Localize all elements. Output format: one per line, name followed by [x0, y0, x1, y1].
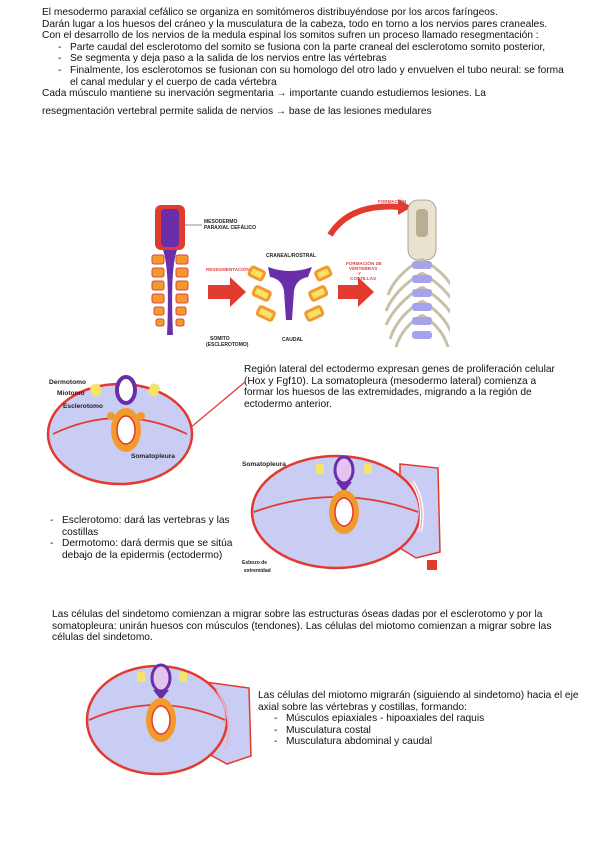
- intro-paragraph-3: Con el desarrollo de los nervios de la m…: [42, 30, 539, 42]
- label-craneo: CRÁNEO: [383, 203, 403, 209]
- list-item: Finalmente, los esclerotomos se fusionan…: [56, 65, 572, 88]
- somatopleura-paragraph: Región lateral del ectodermo expresan ge…: [244, 364, 555, 410]
- arrow-right-icon: [338, 277, 374, 307]
- esclerotomo-dermotomo-list: Esclerotomo: dará las vertebras y las co…: [48, 515, 234, 561]
- intro-block: El mesodermo paraxial cefálico se organi…: [42, 7, 572, 117]
- list-item: Parte caudal del esclerotomo del somito …: [56, 42, 572, 54]
- list-item: Se segmenta y deja paso a la salida de l…: [56, 53, 572, 65]
- label-vertebras: VÉRTEBRAS: [349, 264, 377, 271]
- middle-detail: CRANEAL/ROSTRAL CAUDAL: [247, 253, 333, 343]
- miotomo-block: Las células del miotomo migrarán (siguie…: [258, 690, 580, 748]
- label-y: Y: [358, 271, 361, 276]
- intro-paragraph-2: Darán lugar a los huesos del cráneo y la…: [42, 18, 548, 30]
- list-item: Músculos epiaxiales - hipoaxiales del ra…: [272, 713, 580, 725]
- label-dermotomo: Dermotomo: [49, 379, 86, 386]
- label-formacion-vertebras: FORMACIÓN DE: [346, 259, 382, 266]
- label-paraxial: PARAXIAL CEFÁLICO: [204, 224, 256, 231]
- curved-arrow-icon: [327, 203, 401, 237]
- intro-paragraph-1: El mesodermo paraxial cefálico se organi…: [42, 7, 498, 18]
- label-somatopleura: Somatopleura: [242, 461, 286, 468]
- label-costillas: COSTILLAS: [350, 276, 376, 281]
- label-formacion-craneo: FORMACIÓN: [378, 197, 407, 204]
- sindetomo-paragraph: Las células del sindetomo comienzan a mi…: [52, 609, 552, 644]
- intro-paragraph-5: resegmentación vertebral permite salida …: [42, 105, 432, 117]
- label-esbozo: Esbozo de: [242, 560, 267, 566]
- left-somite-column: [151, 205, 189, 335]
- list-item: Esclerotomo: dará las vertebras y las co…: [48, 515, 234, 538]
- label-mesodermo: MESODERMO: [204, 219, 237, 225]
- myotome-figure: [85, 663, 252, 776]
- intro-paragraph-4: Cada músculo mantiene su inervación segm…: [42, 88, 486, 100]
- arrow-right-icon: [208, 277, 246, 307]
- label-resegmentacion: RESEGMENTACIÓN: [206, 265, 250, 272]
- label-esclerotomo: (ESCLEROTOMO): [206, 342, 249, 348]
- list-item: Musculatura abdominal y caudal: [272, 736, 580, 748]
- list-item: Musculatura costal: [272, 725, 580, 737]
- limb-bud-figure: Somatopleura Esbozo de extremidad: [242, 454, 441, 574]
- label-somito: SOMITO: [210, 336, 230, 342]
- miotomo-paragraph: Las células del miotomo migrarán (siguie…: [258, 690, 579, 713]
- label-somatopleura: Somatopleura: [131, 453, 175, 460]
- miotomo-list: Músculos epiaxiales - hipoaxiales del ra…: [272, 713, 580, 748]
- label-esclerotomo: Esclerotomo: [63, 403, 103, 410]
- cross-section-figure: Dermotomo Miotomo Esclerotomo Somatopleu…: [46, 375, 246, 486]
- resegmentation-list: Parte caudal del esclerotomo del somito …: [56, 42, 572, 88]
- list-item: Dermotomo: dará dermis que se sitúa deba…: [48, 538, 234, 561]
- label-craneal: CRANEAL/ROSTRAL: [266, 253, 316, 259]
- skeleton-illustration: [384, 199, 450, 348]
- resegmentation-figure: MESODERMO PARAXIAL CEFÁLICO RESEGMENTACI…: [151, 197, 450, 348]
- label-extremidad: extremidad: [244, 568, 271, 574]
- label-caudal: CAUDAL: [282, 337, 303, 343]
- label-miotomo: Miotomo: [57, 390, 84, 397]
